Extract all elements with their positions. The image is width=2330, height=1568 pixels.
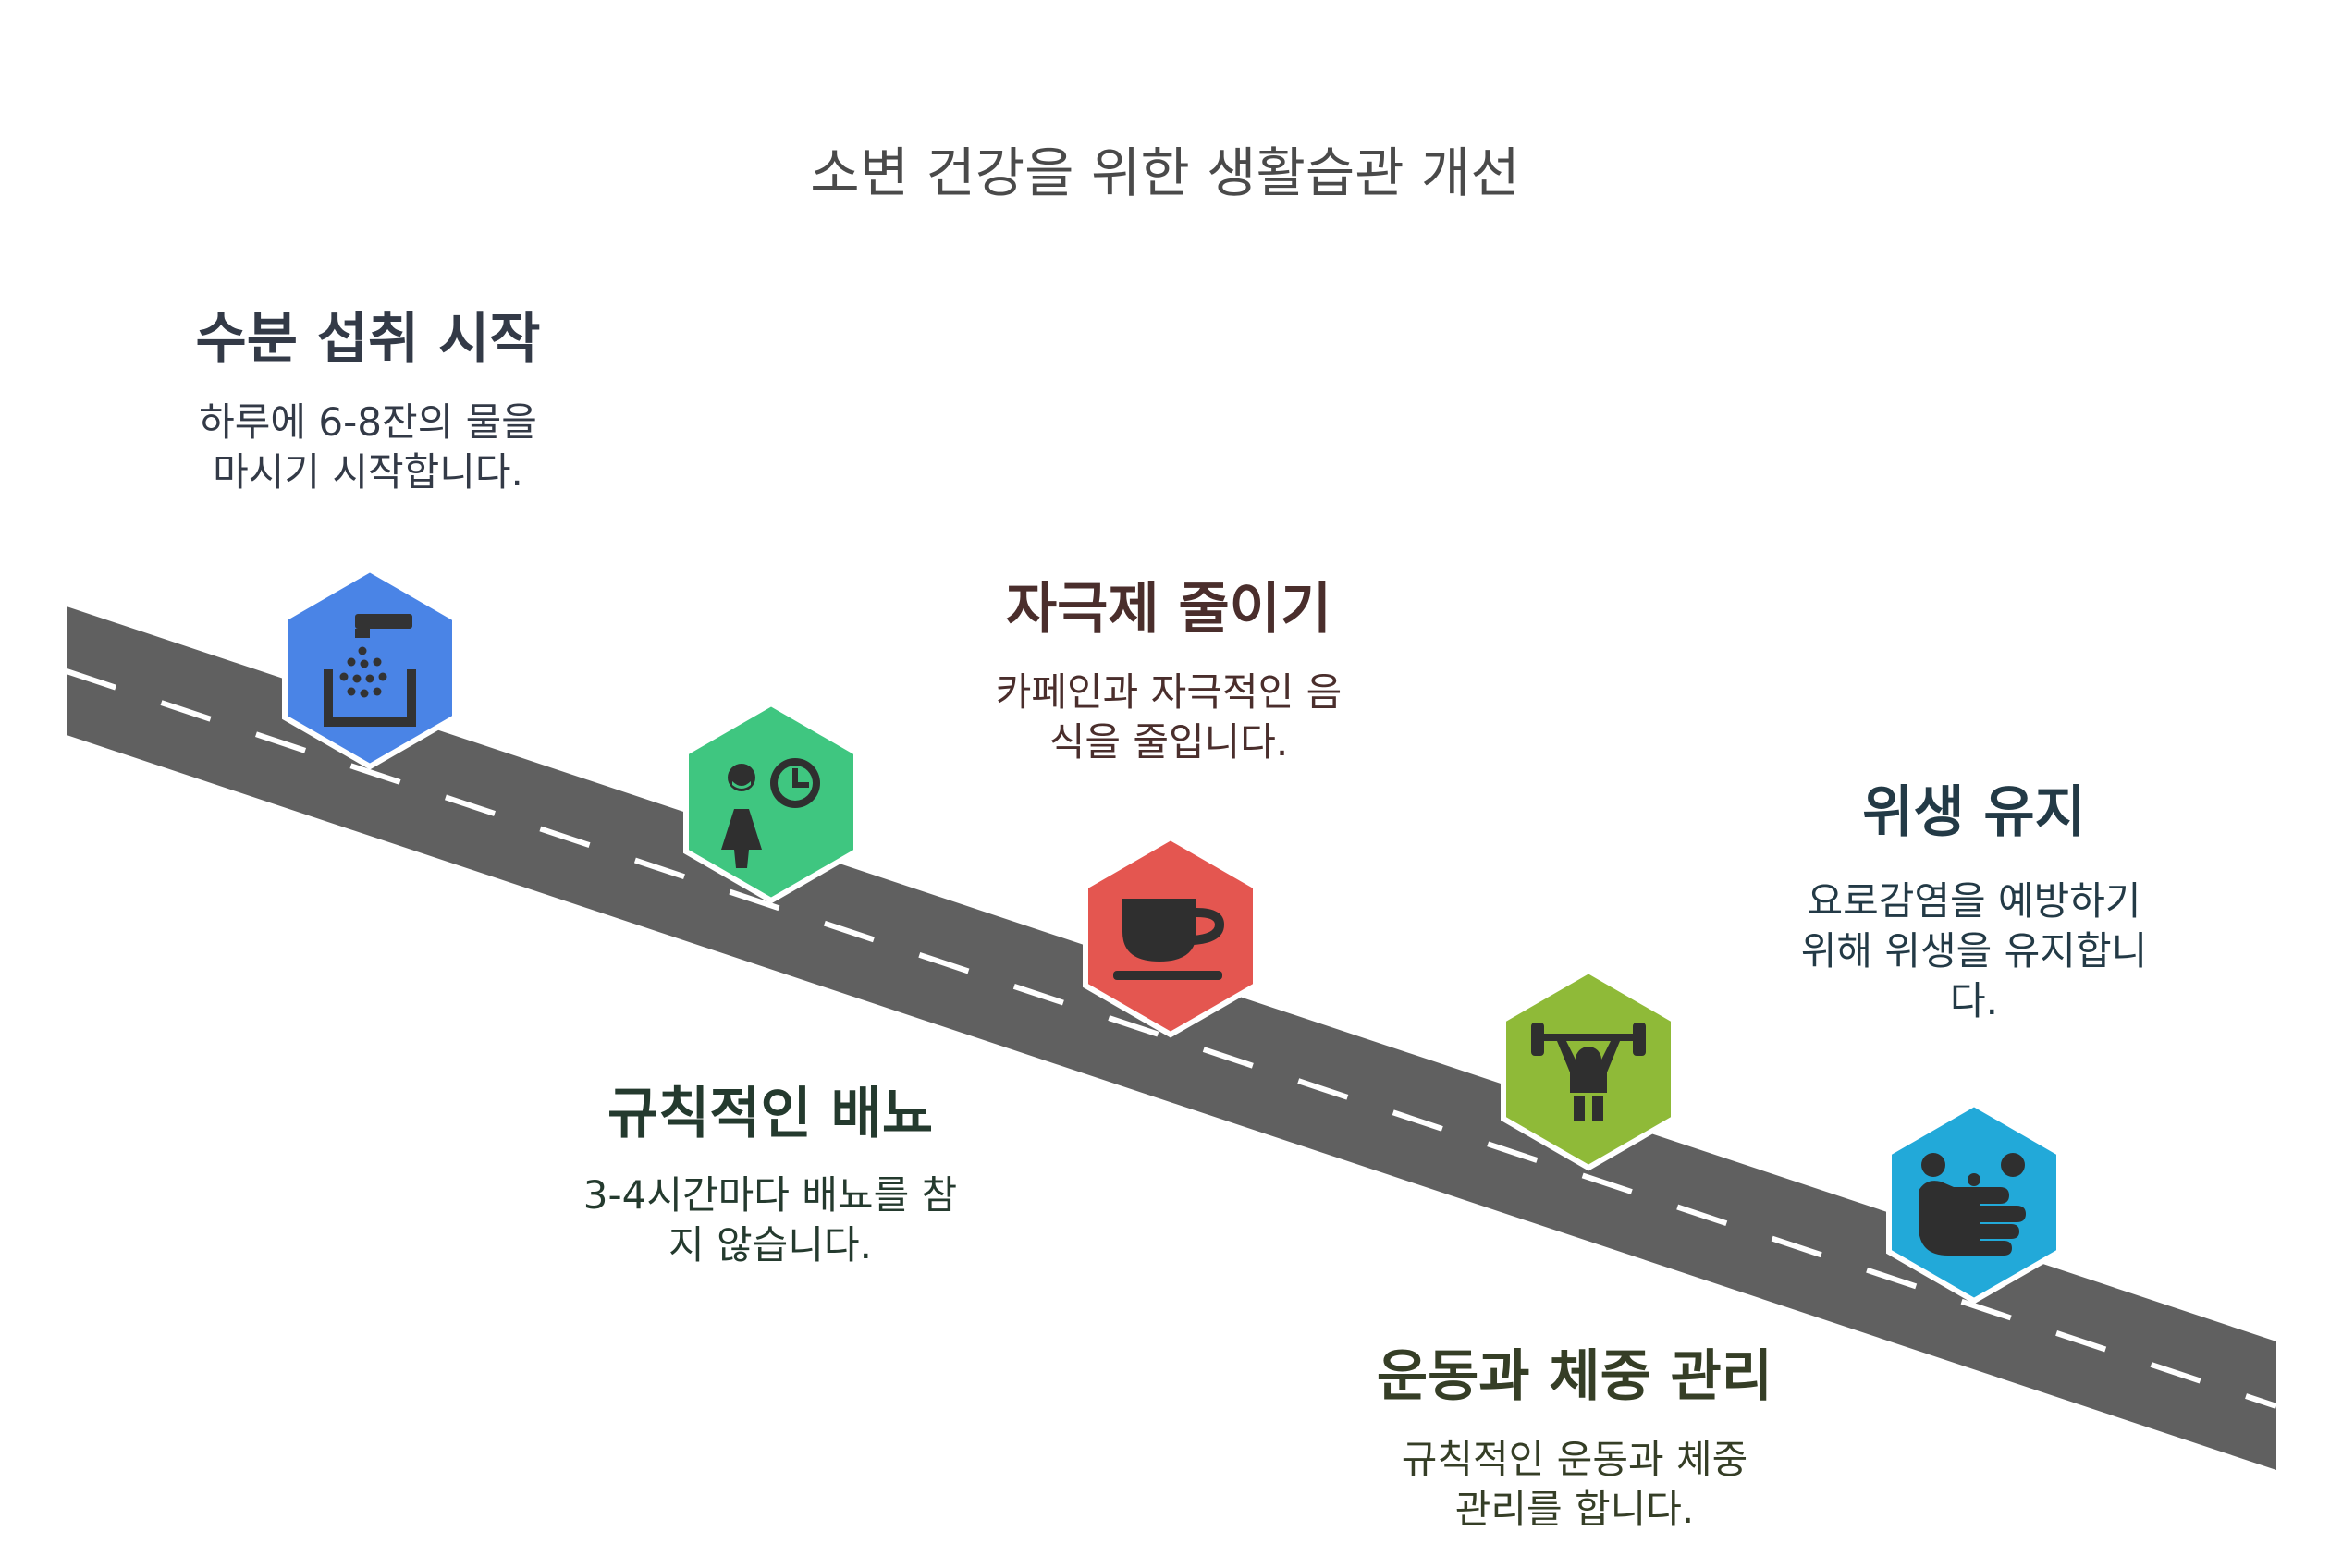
step-4-title: 운동과 체중 관리 (1376, 1344, 1773, 1409)
hand-washing-icon (1919, 1153, 2026, 1256)
step-1-desc-line-1: 하루에 6-8잔의 물을 (199, 399, 537, 445)
step-3-title: 자극제 줄이기 (1005, 577, 1332, 642)
step-5-desc-line-3: 다. (1950, 978, 1998, 1023)
weightlifting-icon (1531, 1023, 1646, 1121)
step-3-description: 카페인과 자극적인 음 식을 줄입니다. (947, 668, 1391, 767)
step-1-title: 수분 섭취 시작 (195, 307, 541, 372)
step-2-title: 규칙적인 배뇨 (607, 1082, 934, 1146)
step-4-desc-line-1: 규칙적인 운동과 체중 (1401, 1437, 1748, 1482)
step-3-desc-line-2: 식을 줄입니다. (1048, 719, 1289, 765)
step-2-description: 3-4시간마다 배뇨를 참 지 않습니다. (548, 1170, 992, 1270)
water-tap-icon (324, 614, 416, 727)
page-title: 소변 건강을 위한 생활습관 개선 (810, 141, 1520, 204)
step-1-hexagon (282, 566, 458, 770)
step-2-desc-line-1: 3-4시간마다 배뇨를 참 (582, 1172, 958, 1218)
step-1-description: 하루에 6-8잔의 물을 마시기 시작합니다. (146, 398, 590, 497)
step-3-desc-line-1: 카페인과 자극적인 음 (995, 669, 1343, 715)
road-surface (67, 606, 2276, 1470)
coffee-cup-icon (1113, 899, 1224, 980)
step-5-hexagon (1886, 1100, 2062, 1305)
step-4-hexagon (1501, 967, 1676, 1171)
step-5-title: 위생 유지 (1862, 780, 2086, 845)
step-1-desc-line-2: 마시기 시작합니다. (213, 449, 523, 495)
step-5-desc-line-1: 요로감염을 예방하기 (1807, 878, 2141, 924)
person-clock-icon (721, 758, 820, 868)
step-4-description: 규칙적인 운동과 체중 관리를 합니다. (1353, 1435, 1797, 1535)
step-5-desc-line-2: 위해 위생을 유지합니 (1800, 928, 2148, 974)
step-3-hexagon (1083, 834, 1258, 1038)
step-4-desc-line-2: 관리를 합니다. (1454, 1487, 1695, 1532)
step-2-desc-line-2: 지 않습니다. (668, 1222, 872, 1268)
step-2-hexagon (683, 700, 859, 904)
road-center-line (66, 668, 2277, 1409)
step-5-description: 요로감염을 예방하기 위해 위생을 유지합니 다. (1752, 876, 2196, 1026)
